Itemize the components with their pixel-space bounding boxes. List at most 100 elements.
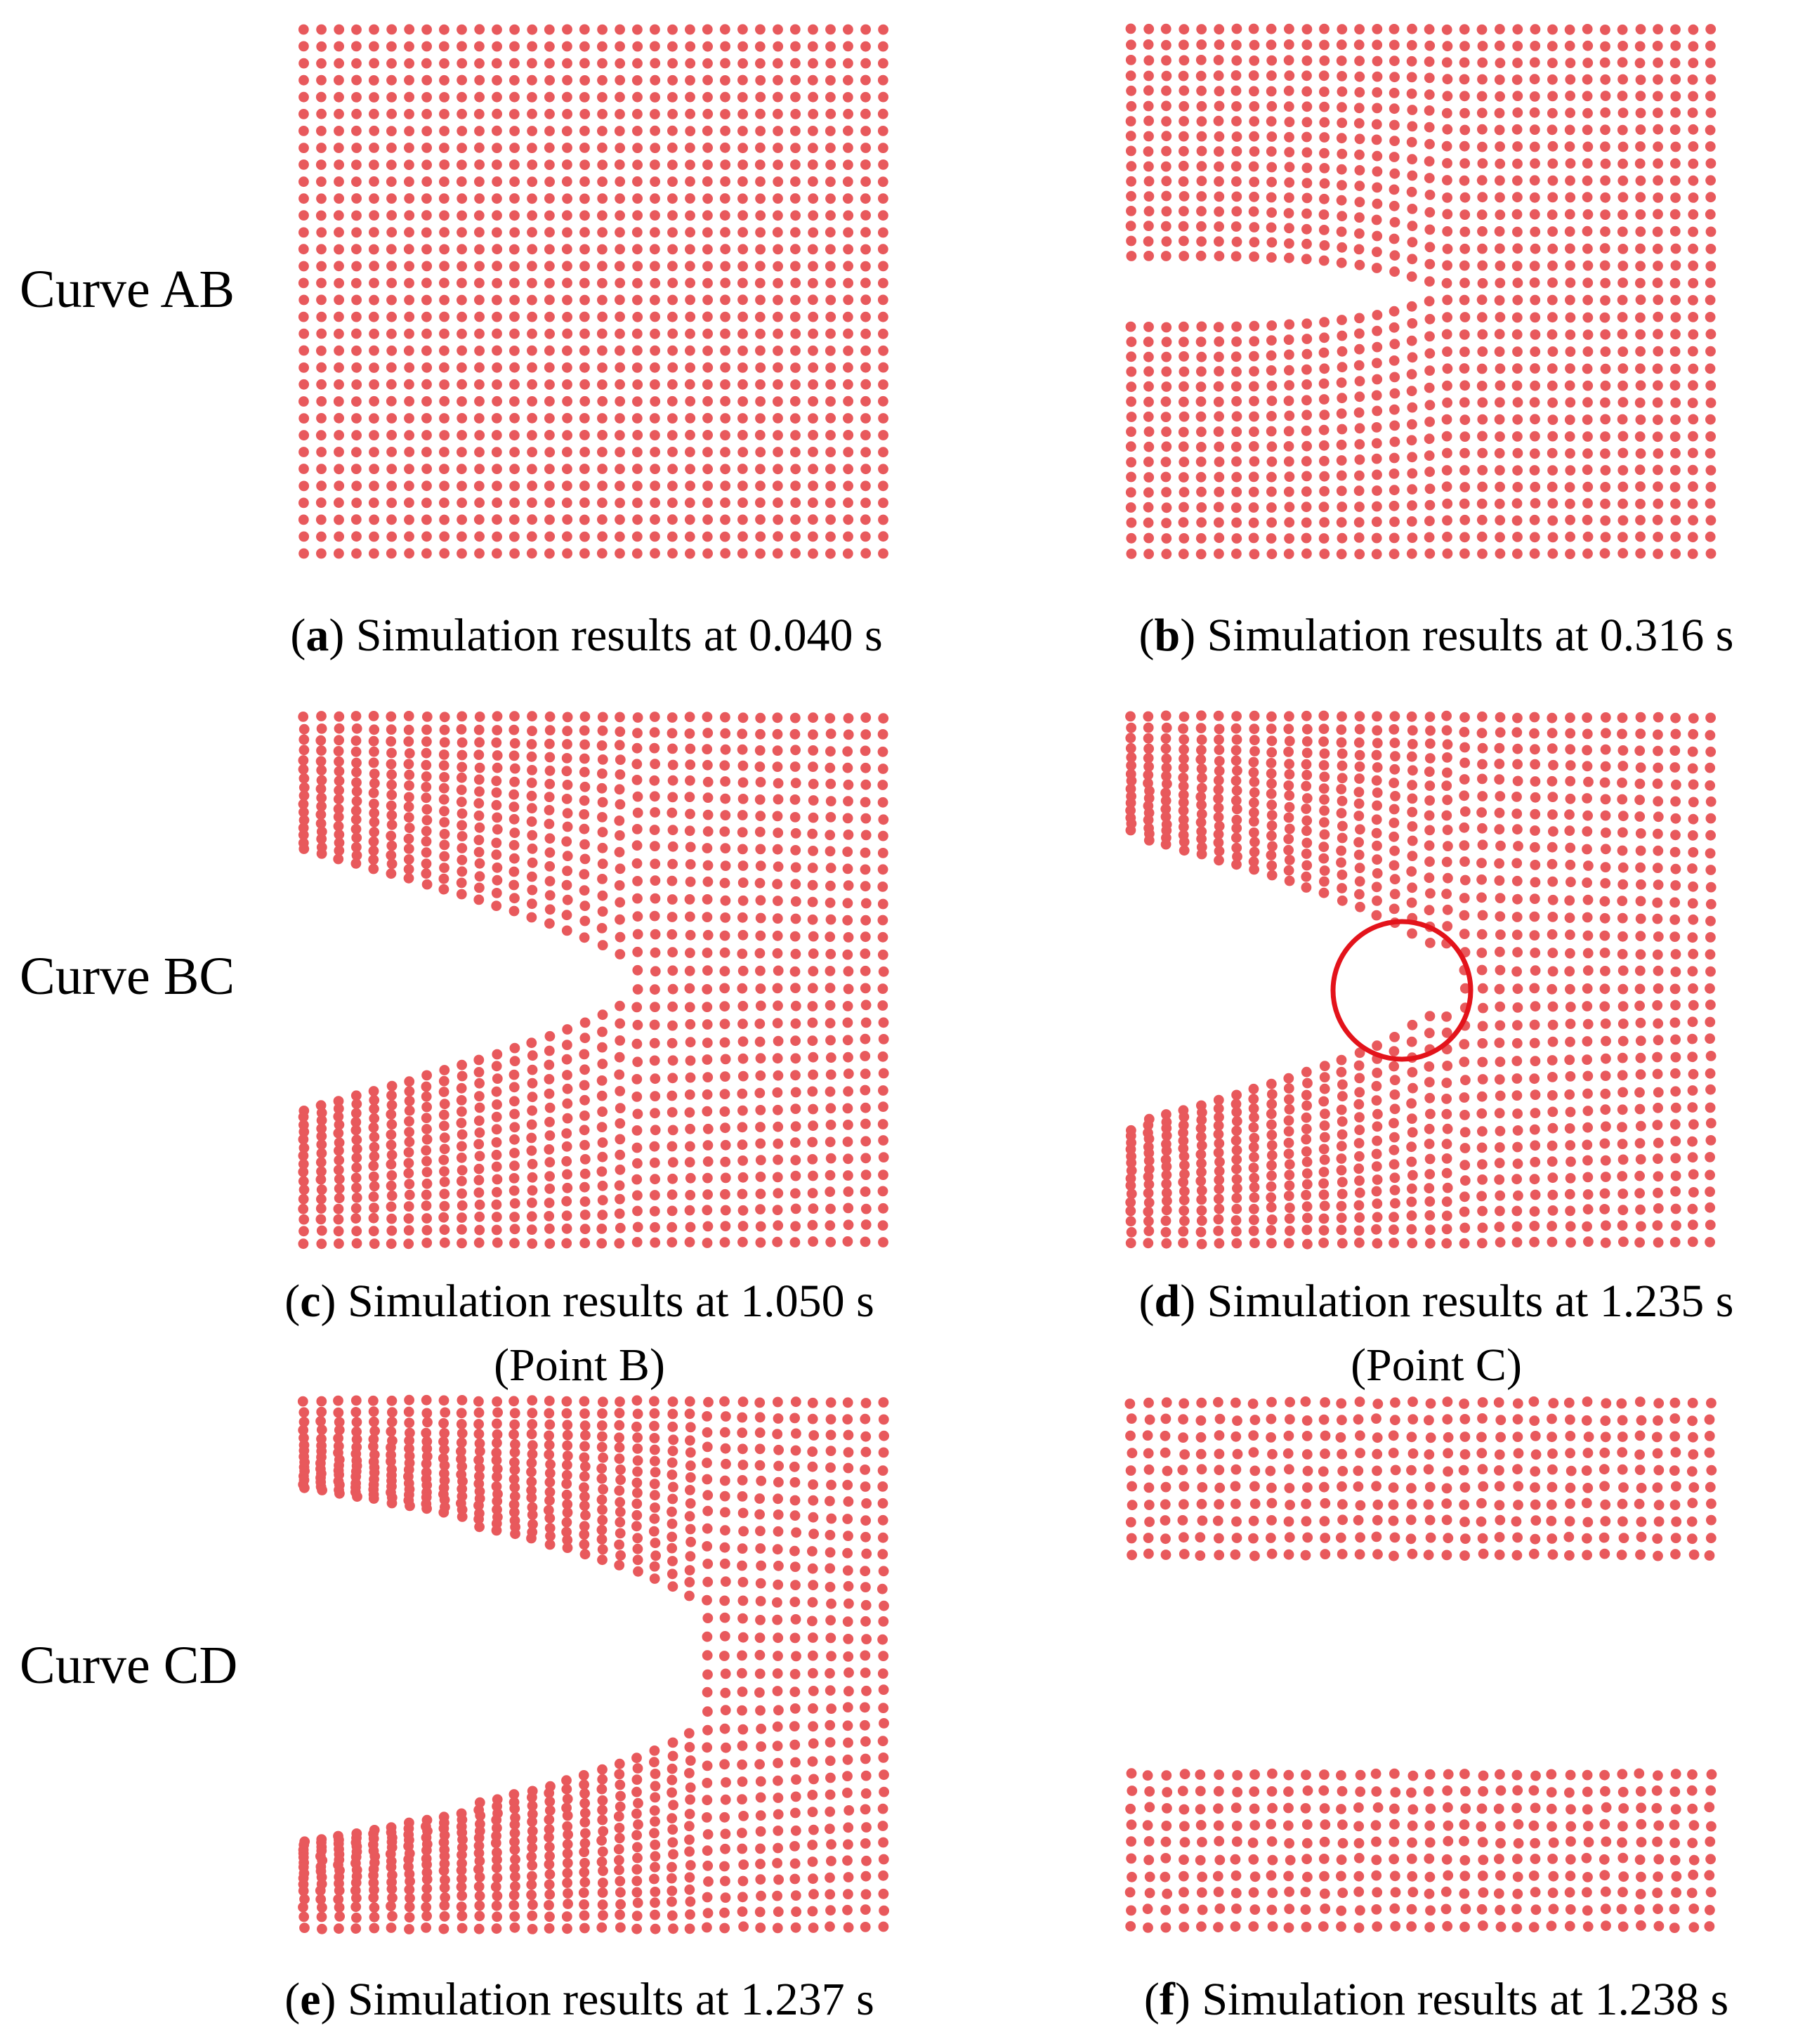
particle — [1530, 346, 1541, 358]
particle — [772, 1172, 783, 1183]
particle — [368, 1122, 379, 1133]
particle — [1320, 1108, 1330, 1120]
particle — [808, 966, 819, 977]
particle — [1389, 1159, 1400, 1170]
particle — [456, 1446, 466, 1457]
particle — [808, 1203, 819, 1214]
particle — [1143, 1171, 1154, 1182]
particle — [508, 1889, 520, 1901]
particle — [1126, 722, 1136, 733]
particle — [772, 930, 783, 941]
particle — [457, 345, 467, 356]
particle — [1214, 487, 1225, 497]
particle — [1160, 1215, 1171, 1226]
particle — [527, 362, 537, 373]
particle — [825, 159, 836, 171]
particle — [1143, 176, 1155, 187]
particle — [1354, 502, 1365, 512]
particle — [1319, 456, 1330, 466]
particle — [1442, 515, 1452, 526]
particle — [667, 1125, 678, 1136]
particle — [1160, 23, 1171, 34]
particle — [825, 91, 836, 103]
particle — [843, 108, 853, 119]
particle — [333, 1214, 344, 1225]
particle — [457, 1911, 468, 1921]
particle — [615, 244, 625, 255]
particle — [509, 1122, 520, 1133]
particle — [773, 1070, 784, 1081]
particle — [615, 548, 625, 559]
particle — [755, 261, 766, 272]
particle — [720, 142, 730, 153]
particle — [1512, 243, 1523, 254]
particle — [667, 728, 678, 739]
particle — [1459, 329, 1470, 340]
particle — [403, 759, 414, 770]
particle — [1670, 796, 1681, 807]
particle — [1126, 381, 1137, 393]
particle — [631, 1887, 643, 1898]
particle — [1371, 134, 1382, 145]
particle — [1231, 456, 1242, 467]
particle — [598, 1910, 608, 1921]
particle — [825, 227, 836, 238]
particle — [1371, 422, 1382, 433]
particle — [1547, 431, 1558, 442]
particle — [755, 728, 766, 740]
particle — [790, 328, 801, 339]
particle — [755, 193, 766, 204]
particle — [702, 984, 713, 995]
particle — [457, 749, 468, 761]
particle — [1617, 41, 1628, 51]
particle — [1178, 797, 1189, 808]
particle — [755, 362, 766, 373]
particle — [597, 58, 608, 69]
particle — [1477, 1222, 1488, 1233]
particle — [596, 1090, 608, 1101]
particle — [351, 1162, 362, 1173]
particle — [579, 531, 590, 542]
particle — [403, 833, 414, 844]
particle — [1705, 932, 1716, 943]
particle — [562, 1839, 573, 1850]
particle — [456, 1419, 467, 1429]
particle — [1565, 1205, 1575, 1217]
particle — [1389, 1089, 1400, 1100]
particle — [439, 464, 449, 474]
particle — [1705, 1118, 1717, 1129]
particle — [1617, 745, 1629, 756]
particle — [1600, 346, 1611, 357]
particle — [720, 41, 730, 52]
particle — [1283, 1148, 1294, 1159]
particle — [544, 1157, 556, 1167]
particle — [1371, 1095, 1382, 1106]
particle — [1460, 1075, 1471, 1086]
particle — [579, 1441, 590, 1452]
particle — [1494, 824, 1505, 835]
particle — [439, 109, 449, 119]
particle — [1688, 797, 1699, 808]
particle — [685, 143, 695, 153]
particle — [1687, 1236, 1698, 1247]
particle — [842, 1136, 853, 1147]
particle — [351, 548, 362, 559]
particle — [544, 311, 555, 322]
particle — [843, 1052, 853, 1063]
particle — [1494, 774, 1505, 785]
particle — [439, 159, 450, 170]
particle — [1705, 1084, 1716, 1095]
particle — [1495, 727, 1506, 738]
particle — [1283, 101, 1294, 112]
particle — [1565, 1221, 1576, 1232]
particle — [404, 311, 415, 322]
particle — [1653, 209, 1663, 220]
particle — [1196, 206, 1207, 217]
particle — [474, 737, 485, 748]
particle — [368, 1441, 379, 1452]
particle — [632, 143, 643, 154]
particle — [1354, 1112, 1365, 1122]
particle — [492, 1847, 502, 1858]
particle — [1547, 465, 1558, 476]
particle — [685, 210, 695, 221]
